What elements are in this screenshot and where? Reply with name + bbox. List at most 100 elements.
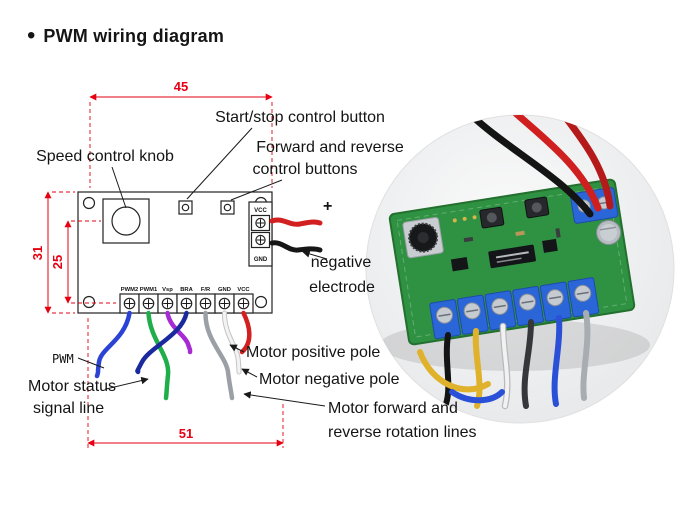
tact-button-1	[479, 206, 505, 229]
label-motor-status-2: signal line	[33, 400, 104, 417]
silkscreen-border	[396, 186, 628, 338]
forward-reverse-button-symbol	[220, 200, 235, 215]
leader-motor-negative-arrow	[241, 368, 258, 378]
power-terminal-gnd-label: GND	[254, 257, 268, 263]
label-negative-1: negative	[311, 254, 372, 271]
pin-label-fr: F/R	[201, 287, 211, 293]
label-speed-knob: Speed control knob	[36, 148, 174, 165]
leader-fwd-rev	[230, 179, 283, 201]
tact-button-cap	[531, 202, 542, 213]
callout-lines	[77, 127, 328, 407]
photo-wire-yellow	[417, 349, 491, 393]
plus-terminal-cross	[256, 236, 265, 244]
photo-wire-red	[504, 115, 602, 212]
schematic-board: VCC GND PWM2 PWM1 Vsp BRA F/R GND VCC	[77, 191, 273, 314]
start-stop-button-symbol	[178, 200, 193, 215]
dim-25-extension	[71, 220, 116, 304]
dim-31-label: 31	[30, 246, 45, 260]
photo-wire-dark	[521, 319, 534, 409]
cap-vent	[599, 226, 616, 231]
label-forward-reverse-2: control buttons	[253, 161, 358, 178]
speed-knob-symbol	[102, 198, 150, 244]
power-wire-red	[269, 217, 323, 227]
screw-terminal-strip	[429, 277, 600, 340]
smd-chip	[450, 257, 469, 272]
pot-knurl	[408, 222, 439, 253]
ic-marking	[495, 251, 529, 259]
leader-pwm	[77, 357, 105, 369]
photo-wire-gray	[580, 310, 591, 401]
photo-wire-red	[552, 115, 614, 210]
pcb-photo	[365, 114, 675, 424]
pin-label-bra: BRA	[180, 287, 193, 293]
capacitor	[596, 220, 622, 246]
photo-wire-blue	[551, 315, 563, 407]
mounting-hole	[82, 196, 96, 210]
pin-label-pwm2: PWM2	[121, 287, 138, 293]
ic-marking	[496, 257, 522, 263]
screw-slot	[438, 291, 589, 317]
label-start-stop: Start/stop control button	[215, 109, 385, 126]
smd-resistor	[515, 230, 525, 237]
label-negative-2: electrode	[309, 279, 375, 296]
smd-chip	[542, 238, 558, 253]
dim-45-label: 45	[174, 79, 188, 94]
power-terminal-vcc-label: VCC	[254, 208, 267, 214]
label-motor-fwd-2: reverse rotation lines	[328, 424, 477, 441]
power-terminal-block: VCC GND	[248, 201, 273, 267]
label-motor-negative: Motor negative pole	[259, 371, 400, 388]
solder-pad	[472, 215, 477, 220]
button-dot	[223, 203, 232, 212]
photo-wire-blue	[449, 389, 505, 404]
leader-negative-arrow	[302, 250, 328, 260]
schematic-wires	[94, 217, 323, 401]
leader-start-stop	[186, 127, 253, 200]
button-dot	[181, 203, 190, 212]
smd-resistor	[555, 228, 561, 238]
pin-label-vcc: VCC	[237, 287, 250, 293]
pin-label-vsp: Vsp	[162, 287, 173, 293]
dimension-lines: 45 31 25 51	[30, 79, 284, 448]
bullet-icon: •	[27, 22, 36, 49]
page-title-text: PWM wiring diagram	[43, 25, 225, 46]
leader-speed-knob	[111, 166, 127, 209]
power-wire-black	[269, 240, 323, 253]
mounting-hole	[254, 295, 268, 309]
label-forward-reverse-1: Forward and reverse	[256, 139, 404, 156]
label-motor-fwd-1: Motor forward and	[328, 400, 458, 417]
label-pwm: PWM	[52, 352, 74, 366]
label-motor-positive: Motor positive pole	[246, 344, 380, 361]
dim-51-extension	[87, 318, 284, 448]
photo-wire-black	[443, 332, 452, 407]
page-title: • PWM wiring diagram	[27, 24, 224, 48]
knob-circle	[111, 206, 141, 236]
dim-25-label: 25	[50, 255, 65, 269]
wire-fr-gray	[203, 310, 235, 401]
pin-terminal-row: PWM2 PWM1 Vsp BRA F/R GND VCC	[119, 287, 254, 314]
dim-31-extension	[52, 191, 75, 314]
wire-vsp-purple	[165, 310, 193, 355]
ic-chip	[488, 244, 536, 269]
photo-wire-black	[464, 115, 594, 218]
mounting-hole	[82, 295, 96, 309]
leader-motor-positive-arrow	[229, 344, 245, 353]
label-motor-status-1: Motor status	[28, 378, 116, 395]
tact-button-cap	[486, 212, 497, 223]
solder-pad	[452, 218, 457, 223]
photo-wire-white	[501, 324, 510, 408]
plus-terminal-cross	[256, 219, 265, 227]
terminal-cells	[119, 293, 254, 314]
pin-label-gnd: GND	[218, 287, 231, 293]
wire-pwm2-blue	[94, 310, 132, 379]
plus-terminal-cross	[125, 299, 248, 308]
dim-51-label: 51	[179, 426, 193, 441]
smd-resistor	[463, 236, 474, 243]
wire-pwm1-green	[146, 310, 171, 401]
leader-motor-status-arrow	[105, 376, 149, 390]
callout-labels: Start/stop control button Speed control …	[28, 109, 477, 441]
tact-button-2	[524, 196, 550, 219]
leader-motor-fwd-arrow	[243, 391, 326, 407]
potentiometer	[402, 216, 444, 259]
